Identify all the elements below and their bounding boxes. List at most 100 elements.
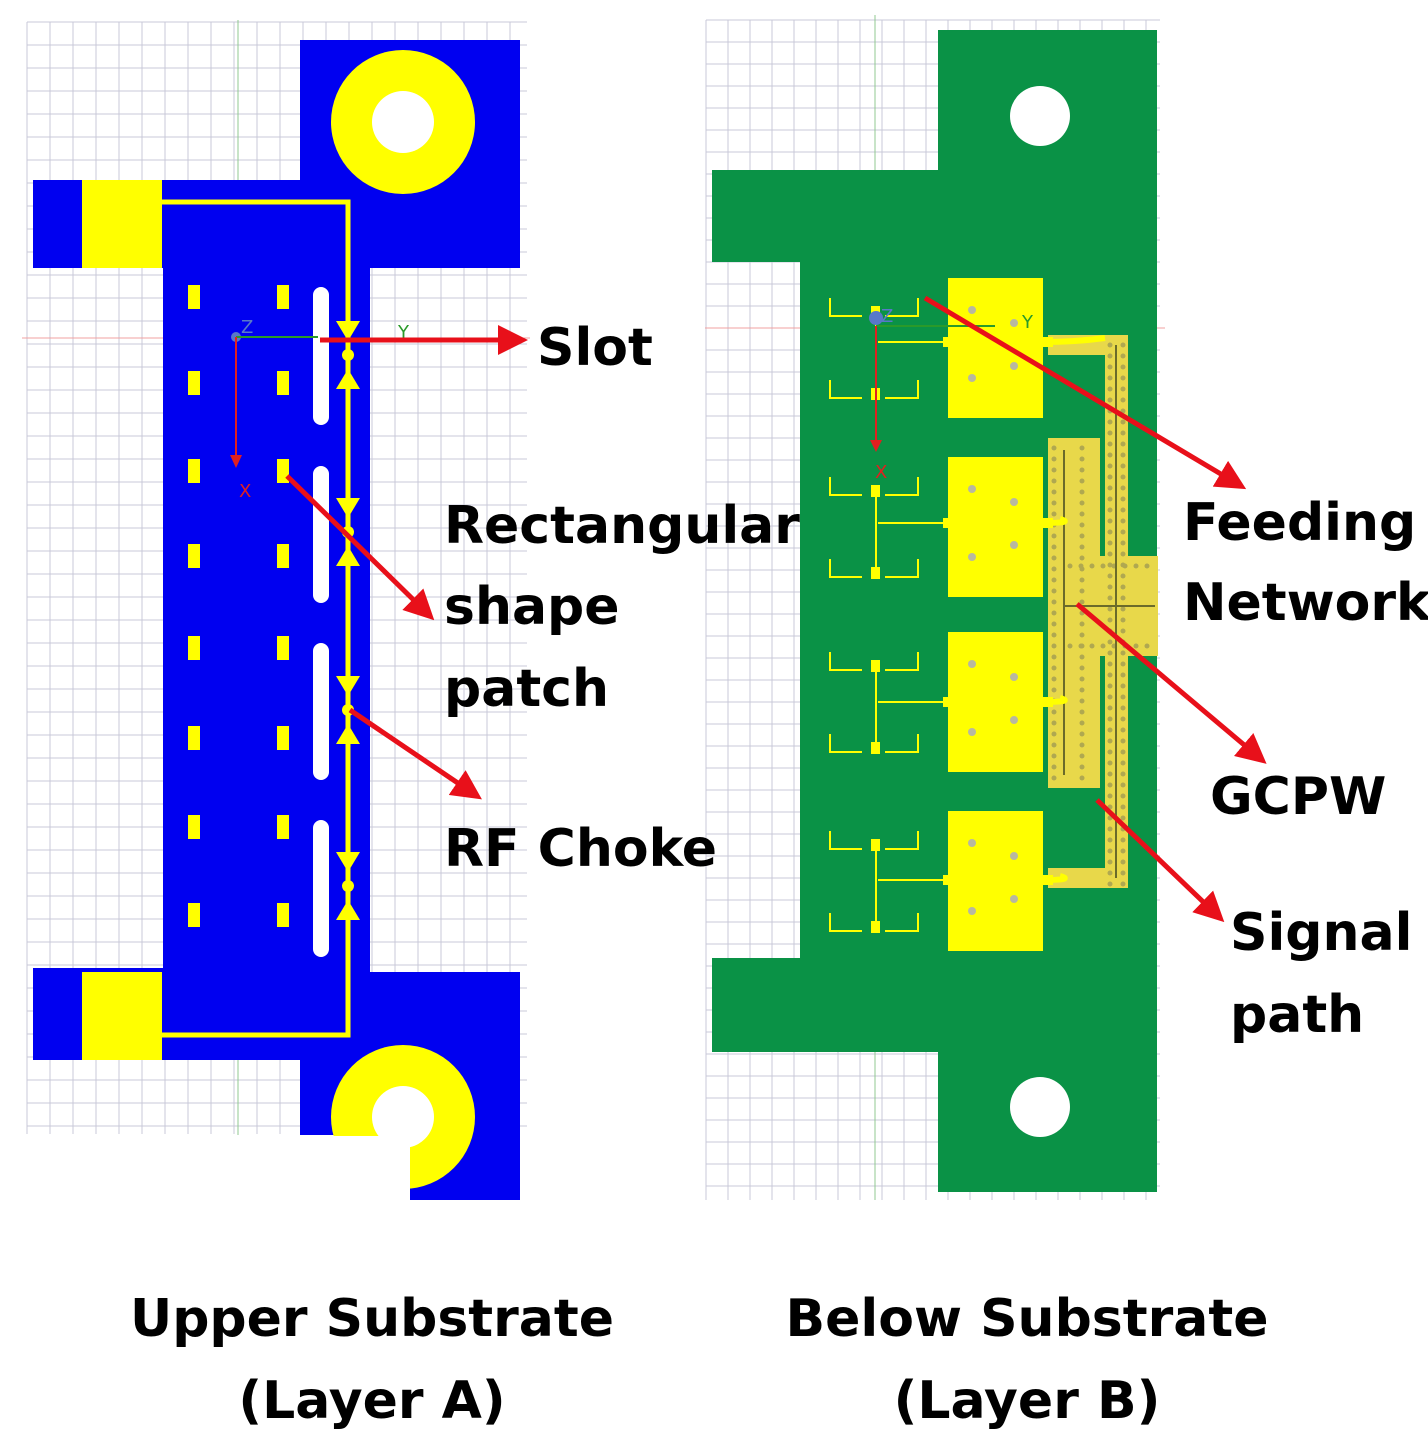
via <box>1079 467 1085 473</box>
via <box>1010 673 1018 681</box>
via <box>968 306 976 314</box>
via <box>1051 643 1057 649</box>
rectangular-patch <box>277 459 289 483</box>
via <box>1051 632 1057 638</box>
via <box>1107 562 1113 568</box>
via <box>1144 563 1150 569</box>
via <box>1107 705 1113 711</box>
via <box>1107 496 1113 502</box>
mounting-ring-bottom <box>300 1045 475 1206</box>
rf-choke-triangle <box>336 900 360 920</box>
feed-line <box>943 518 1053 528</box>
axis-x-label: X <box>875 462 887 483</box>
via <box>1120 485 1126 491</box>
via <box>1107 727 1113 733</box>
via <box>1120 672 1126 678</box>
via <box>1120 419 1126 425</box>
via <box>1107 518 1113 524</box>
feed-taper <box>1042 516 1068 526</box>
gcpw-arrow <box>1075 602 1267 764</box>
via <box>1079 709 1085 715</box>
label-signal-line2: path <box>1230 985 1364 1045</box>
via <box>1107 760 1113 766</box>
rectangular-patch <box>277 726 289 750</box>
via <box>1120 793 1126 799</box>
rf-choke-triangle <box>336 498 360 518</box>
rf-choke-triangle <box>336 852 360 872</box>
via <box>1120 540 1126 546</box>
via <box>1120 859 1126 865</box>
via <box>1120 628 1126 634</box>
via <box>1107 430 1113 436</box>
via <box>1051 775 1057 781</box>
rectangular-patch <box>188 636 200 660</box>
rectangular-patch <box>188 459 200 483</box>
via <box>1079 720 1085 726</box>
rectangular-patch <box>188 815 200 839</box>
mounting-hole-bottom <box>1010 1077 1070 1137</box>
caption-layer-b-line2: (Layer B) <box>894 1371 1161 1429</box>
via <box>968 839 976 847</box>
feed-taper <box>1042 695 1068 705</box>
via <box>1079 511 1085 517</box>
rectangular-patch <box>277 371 289 395</box>
via <box>1107 474 1113 480</box>
via <box>1079 676 1085 682</box>
via <box>1079 489 1085 495</box>
via <box>1051 467 1057 473</box>
slot <box>313 820 329 957</box>
via <box>968 374 976 382</box>
rf-choke-triangle <box>336 676 360 696</box>
dipole-arm <box>829 831 919 850</box>
via <box>1107 683 1113 689</box>
via <box>1051 599 1057 605</box>
via <box>1107 694 1113 700</box>
via <box>1079 599 1085 605</box>
label-patch-line2: shape <box>444 577 620 637</box>
via <box>1051 478 1057 484</box>
via <box>1107 617 1113 623</box>
feeding-network-arrow <box>923 295 1247 490</box>
via <box>968 660 976 668</box>
via <box>1107 551 1113 557</box>
via <box>1120 804 1126 810</box>
via <box>1079 753 1085 759</box>
rf-choke-node <box>342 880 354 892</box>
via <box>1120 595 1126 601</box>
rectangular-patch <box>188 544 200 568</box>
via <box>1120 529 1126 535</box>
via <box>1107 826 1113 832</box>
via <box>1079 555 1085 561</box>
layer-a-axes: Y X Z <box>230 317 410 502</box>
via <box>1107 397 1113 403</box>
via <box>1107 782 1113 788</box>
via <box>1107 485 1113 491</box>
via <box>1120 650 1126 656</box>
via <box>1107 584 1113 590</box>
via <box>1051 456 1057 462</box>
via <box>1079 621 1085 627</box>
label-feeding-line2: Network <box>1183 573 1428 633</box>
via <box>1120 727 1126 733</box>
via <box>1079 742 1085 748</box>
via <box>1079 533 1085 539</box>
label-signal-line1: Signal <box>1230 903 1412 963</box>
via <box>1051 720 1057 726</box>
rectangular-patch <box>188 371 200 395</box>
via <box>1107 507 1113 513</box>
label-patch-line3: patch <box>444 659 609 719</box>
via <box>1107 342 1113 348</box>
via <box>1120 661 1126 667</box>
via <box>1107 573 1113 579</box>
via <box>1133 563 1139 569</box>
via <box>1120 397 1126 403</box>
axis-z-label: Z <box>881 306 893 327</box>
feed-taper <box>1042 873 1068 883</box>
via <box>1107 639 1113 645</box>
via <box>968 728 976 736</box>
via <box>1107 463 1113 469</box>
via <box>1079 577 1085 583</box>
via <box>1010 362 1018 370</box>
rf-choke-triangle <box>336 321 360 341</box>
